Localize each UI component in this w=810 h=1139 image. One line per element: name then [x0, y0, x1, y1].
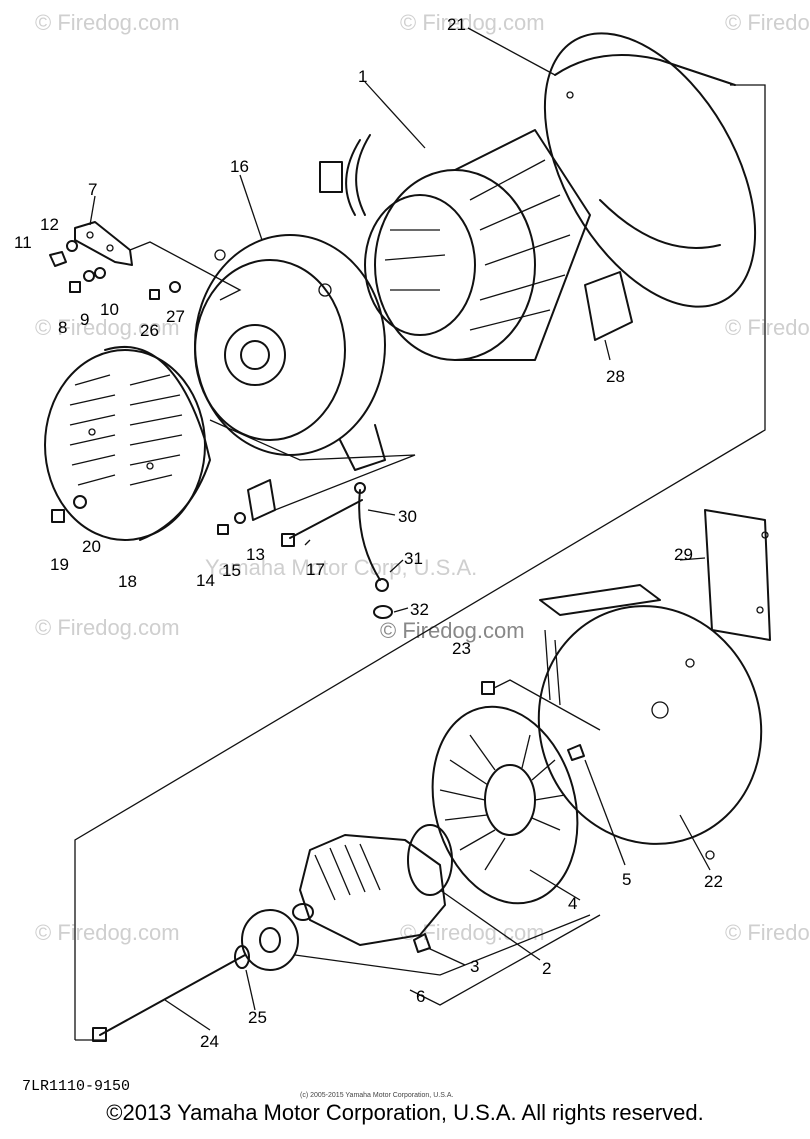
bolt-5 [567, 744, 585, 761]
watermark-bottom-center: © Firedog.com [400, 920, 545, 945]
watermark-group: © Firedog.com © Firedog.com © Firedog.co… [35, 10, 810, 945]
callout-11: 11 [14, 233, 32, 252]
callout-19: 19 [50, 555, 69, 574]
callout-8: 8 [58, 318, 67, 337]
bolt-23 [481, 679, 601, 731]
lead-wire [354, 482, 393, 619]
watermark-bottom-left: © Firedog.com [35, 920, 180, 945]
callout-9: 9 [80, 310, 89, 329]
cover-band [543, 32, 757, 308]
callout-17: 17 [306, 560, 325, 579]
washer-25 [234, 945, 250, 969]
watermark-top-center: © Firedog.com [400, 10, 545, 35]
long-bolt [92, 954, 246, 1042]
callout-4: 4 [568, 894, 577, 913]
clip-3 [413, 933, 431, 953]
watermark-top-right: © Firedog.com [725, 10, 810, 35]
diode [209, 419, 416, 535]
leader-lines [89, 27, 711, 1031]
watermark-center: © Firedog.com [380, 618, 525, 643]
callout-27: 27 [166, 307, 185, 326]
callout-31: 31 [404, 549, 423, 568]
callout-23: 23 [452, 639, 471, 658]
callout-12: 12 [40, 215, 59, 234]
pad [584, 271, 633, 341]
callout-7: 7 [88, 180, 97, 199]
watermark-top-left: © Firedog.com [35, 10, 180, 35]
callout-22: 22 [704, 872, 723, 891]
callout-6: 6 [416, 987, 425, 1006]
callout-14: 14 [196, 571, 215, 590]
callout-16: 16 [230, 157, 249, 176]
watermark-low-left: © Firedog.com [35, 615, 180, 640]
callout-26: 26 [140, 321, 159, 340]
watermark-bottom-right: © Firedog.com [725, 920, 810, 945]
callout-25: 25 [248, 1008, 267, 1027]
callout-labels: 21 1 16 7 12 11 8 9 10 26 27 28 30 19 20… [14, 15, 723, 1051]
callout-24: 24 [200, 1032, 219, 1051]
diagram-code: 7LR1110-9150 [22, 1078, 130, 1095]
brush-holder [74, 221, 242, 301]
pulley [241, 909, 299, 971]
stator [319, 129, 591, 361]
front-bracket [537, 584, 763, 860]
fan [431, 705, 579, 905]
rear-bracket [194, 234, 386, 471]
small-copyright: (c) 2005-2015 Yamaha Motor Corporation, … [300, 1092, 453, 1099]
rotor [292, 824, 453, 946]
callout-10: 10 [100, 300, 119, 319]
callout-18: 18 [118, 572, 137, 591]
callout-28: 28 [606, 367, 625, 386]
callout-29: 29 [674, 545, 693, 564]
callout-15: 15 [222, 561, 241, 580]
callout-3: 3 [470, 957, 479, 976]
watermark-mid-left: © Firedog.com [35, 315, 180, 340]
callout-2: 2 [542, 959, 551, 978]
callout-13: 13 [246, 545, 265, 564]
footer-copyright: ©2013 Yamaha Motor Corporation, U.S.A. A… [106, 1100, 704, 1125]
callout-32: 32 [410, 600, 429, 619]
hardware-upper [49, 240, 181, 523]
exploded-view: © Firedog.com © Firedog.com © Firedog.co… [14, 10, 810, 1099]
end-cover [44, 345, 211, 541]
callout-30: 30 [398, 507, 417, 526]
through-bolt [281, 499, 363, 547]
plate [704, 509, 771, 641]
callout-1: 1 [358, 67, 367, 86]
callout-21: 21 [447, 15, 466, 34]
callout-20: 20 [82, 537, 101, 556]
callout-5: 5 [622, 870, 631, 889]
watermark-corp: Yamaha Motor Corp, U.S.A. [205, 555, 477, 580]
watermark-mid-right: © Firedog.com [725, 315, 810, 340]
